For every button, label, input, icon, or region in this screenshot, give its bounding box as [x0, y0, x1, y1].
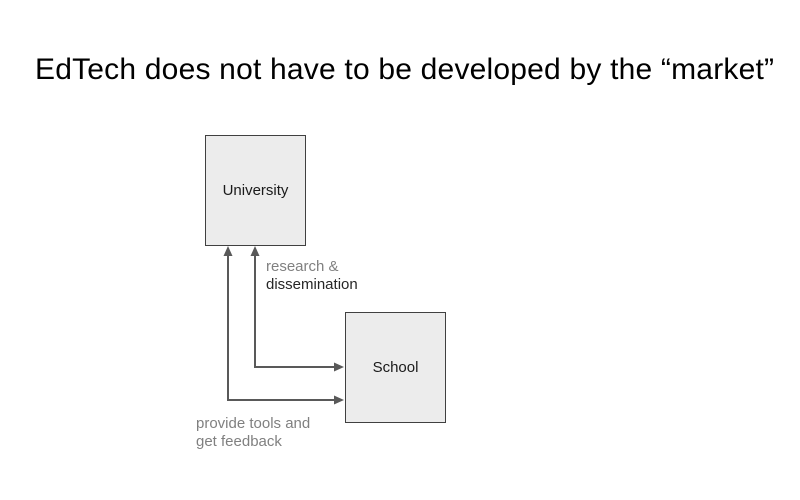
label-tools-line1: provide tools and	[196, 415, 311, 432]
arrowhead-right-icon	[334, 395, 344, 405]
slide-title: EdTech does not have to be developed by …	[35, 53, 775, 86]
label-provide-tools: provide tools and get feedback	[196, 415, 310, 451]
label-research-dissemination: research & dissemination	[266, 258, 358, 294]
node-university-label: University	[222, 182, 289, 199]
node-school-label: School	[372, 359, 419, 376]
label-research-line2: dissemination	[266, 276, 358, 293]
arrowhead-up-icon	[250, 246, 260, 256]
node-university: University	[205, 135, 306, 246]
arrowhead-right-icon	[334, 362, 344, 372]
label-research-line1: research &	[266, 258, 339, 275]
arrowhead-up-icon	[223, 246, 233, 256]
node-school: School	[345, 312, 446, 423]
label-tools-line2: get feedback	[196, 433, 282, 450]
